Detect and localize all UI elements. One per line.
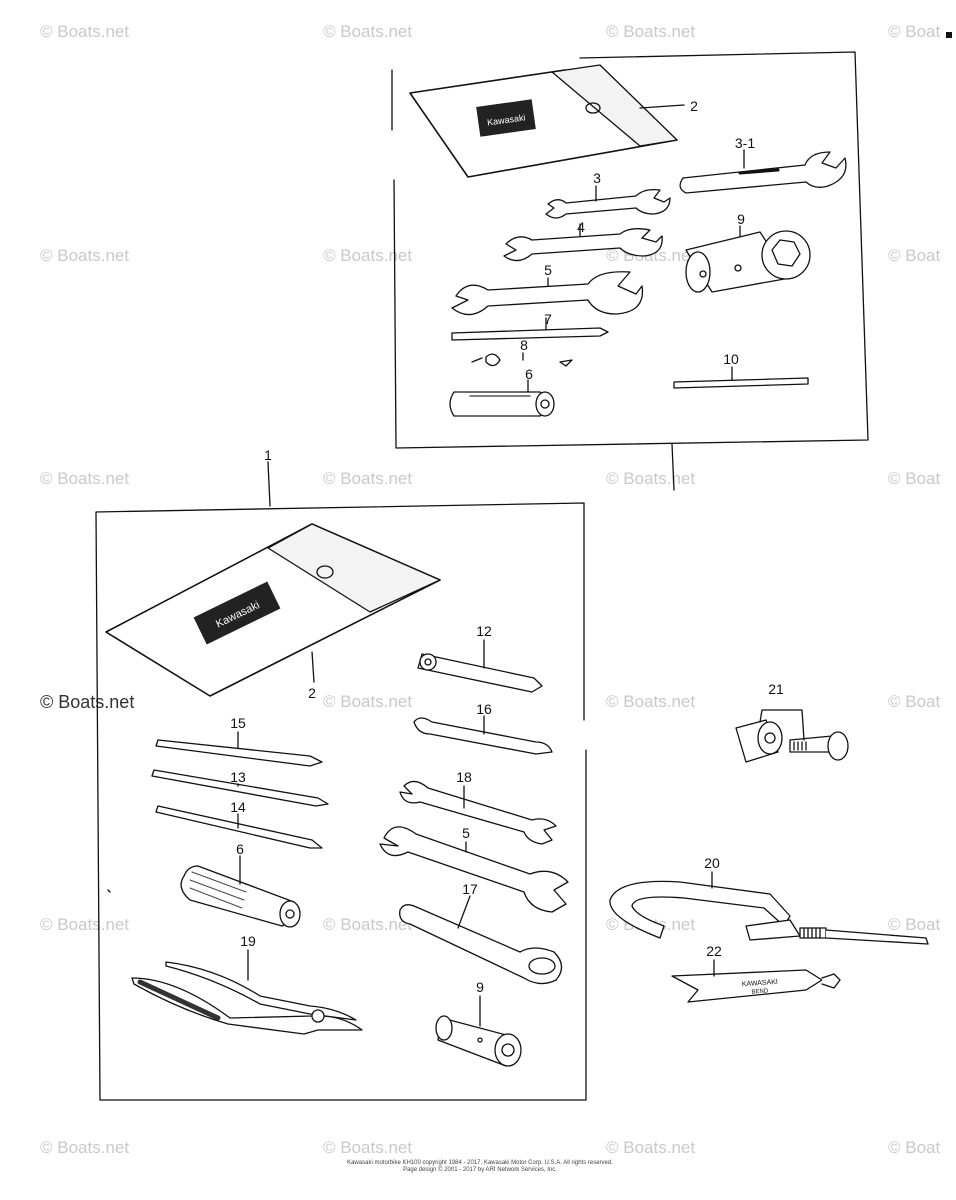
tool-bag-bottom: Kawasaki xyxy=(105,523,441,697)
watermark: © Boats.net xyxy=(323,915,413,934)
callout-label: 14 xyxy=(230,799,246,815)
watermark: © Boat xyxy=(888,246,941,265)
wrench-3 xyxy=(545,188,671,219)
callout-label: 12 xyxy=(476,623,492,639)
screwdriver-15 xyxy=(155,739,323,767)
callout-label: 8 xyxy=(520,337,528,353)
callout-label: 4 xyxy=(577,219,585,235)
wrench-18 xyxy=(399,780,557,845)
ring-wrench-17 xyxy=(399,904,563,985)
watermark: © Boats.net xyxy=(323,22,413,41)
callout-label: 3 xyxy=(593,170,601,186)
callout-label: 19 xyxy=(240,933,256,949)
callout-label: 9 xyxy=(476,979,484,995)
top-kit-leader xyxy=(671,443,675,491)
callout-label: 15 xyxy=(230,715,246,731)
screwdriver-bit-8 xyxy=(471,353,573,367)
callout-label: 3-1 xyxy=(735,135,755,151)
callout-label: 2 xyxy=(308,685,316,701)
copyright-footer: Kawasaki motorbike KH100 copyright 1984 … xyxy=(280,1160,680,1174)
callout-label: 5 xyxy=(544,262,552,278)
callout-label: 22 xyxy=(706,943,722,959)
grease-tube-22: KAWASAKI BEND xyxy=(671,969,841,1003)
watermark: © Boat xyxy=(888,915,941,934)
footer-line-1: Kawasaki motorbike KH100 copyright 1984 … xyxy=(347,1160,613,1166)
screwdriver-7 xyxy=(451,327,609,341)
callout-label: 7 xyxy=(544,311,552,327)
bottom-kit-frame xyxy=(95,502,587,1101)
screwdriver-13 xyxy=(151,769,329,807)
screwdriver-handle-6-top xyxy=(449,391,555,417)
tommy-bar-10 xyxy=(673,377,809,389)
callout-label: 9 xyxy=(737,211,745,227)
callout-label: 17 xyxy=(462,881,478,897)
corner-mark xyxy=(946,32,952,38)
spoke-wrench-16 xyxy=(413,717,553,755)
box-socket-9-top xyxy=(685,230,811,293)
watermark: © Boats.net xyxy=(606,1138,696,1157)
tube-sub-text: BEND xyxy=(751,988,769,995)
leader-line xyxy=(457,895,471,929)
watermark: © Boats.net xyxy=(40,469,130,488)
watermark: © Boats.net xyxy=(40,1138,130,1157)
callout-label: 13 xyxy=(230,769,246,785)
leader-line xyxy=(311,651,315,683)
callout-label: 16 xyxy=(476,701,492,717)
screwdriver-handle-6-bottom xyxy=(180,865,301,928)
watermark: © Boats.net xyxy=(40,915,130,934)
watermark: © Boats.net xyxy=(323,246,413,265)
watermark: © Boats.net xyxy=(323,469,413,488)
wrench-3-1 xyxy=(679,151,847,194)
leader-line xyxy=(759,709,805,741)
bolt-and-nut-21 xyxy=(735,719,849,763)
watermark: © Boats.net xyxy=(323,692,413,711)
callout-label: 1 xyxy=(264,447,272,463)
watermark: © Boats.net xyxy=(40,22,130,41)
callout-label: 5 xyxy=(462,825,470,841)
watermark: © Boat xyxy=(888,22,941,41)
wrench-4 xyxy=(503,228,663,262)
watermark: © Boat xyxy=(888,469,941,488)
watermark: © Boats.net xyxy=(40,246,130,265)
bottom-kit-leader xyxy=(267,461,271,507)
wrench-5-bottom xyxy=(379,826,569,913)
callout-label: 20 xyxy=(704,855,720,871)
watermark: © Boats.net xyxy=(606,22,696,41)
leader-line xyxy=(639,104,685,109)
watermark: © Boats.net xyxy=(40,692,135,712)
watermark: © Boat xyxy=(888,692,941,711)
chain-hook-tool-20 xyxy=(609,880,929,945)
tool-bag-top: Kawasaki xyxy=(409,64,678,178)
callout-label: 6 xyxy=(236,841,244,857)
callout-label: 10 xyxy=(723,351,739,367)
watermark: © Boats.net xyxy=(606,692,696,711)
callout-label: 18 xyxy=(456,769,472,785)
callout-label: 21 xyxy=(768,681,784,697)
socket-extension-12 xyxy=(417,653,543,693)
callout-label: 6 xyxy=(525,366,533,382)
wrench-5-top xyxy=(451,271,644,316)
screwdriver-14 xyxy=(155,805,323,849)
callout-label: 2 xyxy=(690,98,698,114)
stray-mark xyxy=(107,889,111,893)
top-kit-frame xyxy=(391,51,869,449)
pliers-19 xyxy=(131,961,363,1035)
tube-brand-text: KAWASAKI xyxy=(742,979,779,989)
watermark: © Boat xyxy=(888,1138,941,1157)
footer-line-2: Page design © 2001 - 2017 by ARI Network… xyxy=(403,1167,557,1173)
watermark: © Boats.net xyxy=(323,1138,413,1157)
box-socket-9-bottom xyxy=(435,1015,522,1067)
